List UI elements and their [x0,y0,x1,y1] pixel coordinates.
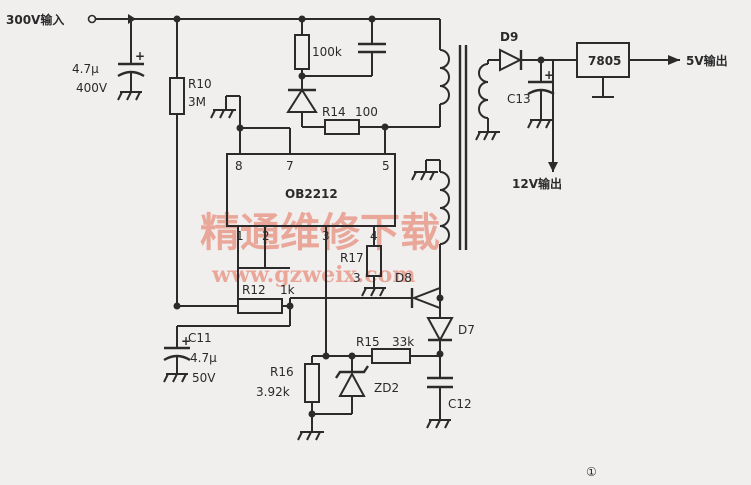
label-r10-value: 3M [188,95,206,109]
label-12v-output: 12V输出 [512,176,562,191]
label-r15: R15 [356,335,380,349]
label-c11-voltage: 50V [192,371,216,385]
label-100k: 100k [312,45,342,59]
r15-zd2-network [297,348,453,441]
label-5v-output: 5V输出 [686,53,728,68]
label-pin-5: 5 [382,159,390,173]
c11-capacitor: + [163,326,191,383]
label-pin-4: 4 [370,229,378,243]
label-pin-1: 1 [236,229,244,243]
d7-diode [426,317,454,378]
snubber-network [286,19,440,135]
label-zd2: ZD2 [374,381,399,395]
label-r12-value: 1k [280,283,295,297]
label-r10: R10 [188,77,212,91]
label-r15-value: 33k [392,335,414,349]
label-input: 300V输入 [6,12,64,27]
r10-resistor [169,19,185,306]
transformer-primary [439,19,468,250]
watermark-chinese: 精通维修下载 [200,209,440,256]
label-ic-ob2212: OB2212 [285,187,338,201]
label-pin-2: 2 [262,229,270,243]
label-r14: R14 [322,105,346,119]
label-r16-value: 3.92k [256,385,290,399]
label-r17: R17 [340,251,364,265]
svg-text:+: + [181,334,191,348]
label-c11-value: 4.7μ [190,351,217,365]
label-c12: C12 [448,397,472,411]
label-c11: C11 [188,331,212,345]
label-r14-value: 100 [355,105,378,119]
top-rail [87,14,440,24]
label-pin-3: 3 [322,229,330,243]
label-c13: C13 [507,92,531,106]
label-r12: R12 [242,283,266,297]
label-cin-voltage: 400V [76,81,108,95]
label-d8: D8 [395,271,412,285]
svg-text:+: + [544,68,554,82]
label-figure-number: ① [586,465,597,479]
label-7805: 7805 [588,54,621,68]
ic-ob2212 [210,95,396,356]
r12-network [173,267,294,327]
r17-d8 [290,245,441,310]
label-r17-value: 3 [353,271,361,285]
label-pin-8: 8 [235,159,243,173]
input-capacitor: + [117,19,145,101]
svg-text:+: + [135,49,145,63]
secondary-output: + [475,42,680,172]
label-r16: R16 [270,365,294,379]
label-d7: D7 [458,323,475,337]
label-pin-7: 7 [286,159,294,173]
label-cin-value: 4.7μ [72,62,99,76]
label-d9: D9 [500,30,518,44]
